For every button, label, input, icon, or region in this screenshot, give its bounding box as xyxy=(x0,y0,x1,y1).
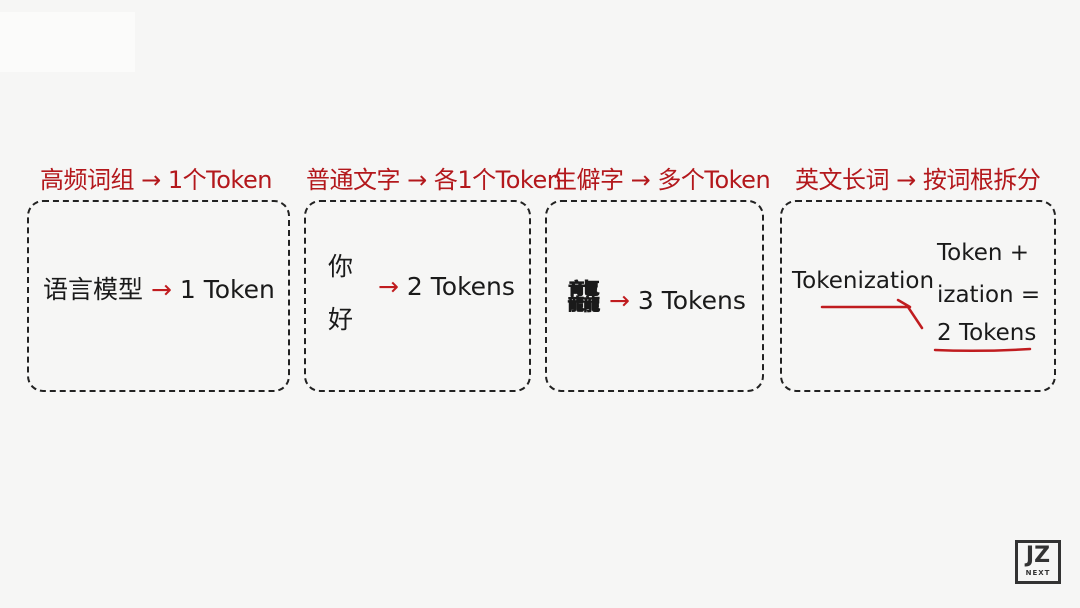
panel-4-word: Tokenization xyxy=(792,268,935,294)
panel-2-title: 普通文字 → 各1个Token xyxy=(306,166,562,194)
logo-sub: NEXT xyxy=(1025,569,1051,577)
panel-4-line-1: Token + xyxy=(937,240,1030,266)
panel-1-content: 语言模型 → 1 Token xyxy=(43,270,275,306)
panel-2-box: 你 好 → 2 Tokens xyxy=(304,200,531,392)
panel-2-content: → 2 Tokens xyxy=(378,272,515,301)
panel-3-box: 龘 → 3 Tokens xyxy=(545,200,764,392)
split-arrow-icon xyxy=(820,298,1032,353)
jz-next-logo: JZ NEXT xyxy=(1015,540,1061,584)
logo-main: JZ xyxy=(1025,543,1051,568)
panel-1-title: 高频词组 → 1个Token xyxy=(40,166,272,194)
panel-2-char-1: 你 xyxy=(328,252,354,281)
blank-patch xyxy=(0,12,135,72)
panel-1-result: 1 Token xyxy=(179,275,275,304)
arrow-icon: → xyxy=(150,275,172,304)
panel-1-word: 语言模型 xyxy=(43,275,144,304)
panel-3-title: 生僻字 → 多个Token xyxy=(553,166,771,194)
arrow-icon: → xyxy=(378,272,399,301)
underline xyxy=(933,347,1032,353)
panel-4-result: 2 Tokens xyxy=(937,320,1037,346)
panel-4-line-2: ization = xyxy=(937,282,1041,308)
panel-2-char-2: 好 xyxy=(328,305,354,334)
panel-3-word: 龘 xyxy=(567,278,601,318)
panel-3-result: 3 Tokens xyxy=(637,286,746,315)
arrow-icon: → xyxy=(608,286,630,315)
panel-4-title: 英文长词 → 按词根拆分 xyxy=(795,166,1041,194)
panel-2-result: 2 Tokens xyxy=(406,272,515,301)
panel-4-box: Tokenization Token + ization = 2 Tokens xyxy=(780,200,1056,392)
panel-1-box: 语言模型 → 1 Token xyxy=(27,200,290,392)
panel-3-content: 龘 → 3 Tokens xyxy=(567,270,746,319)
